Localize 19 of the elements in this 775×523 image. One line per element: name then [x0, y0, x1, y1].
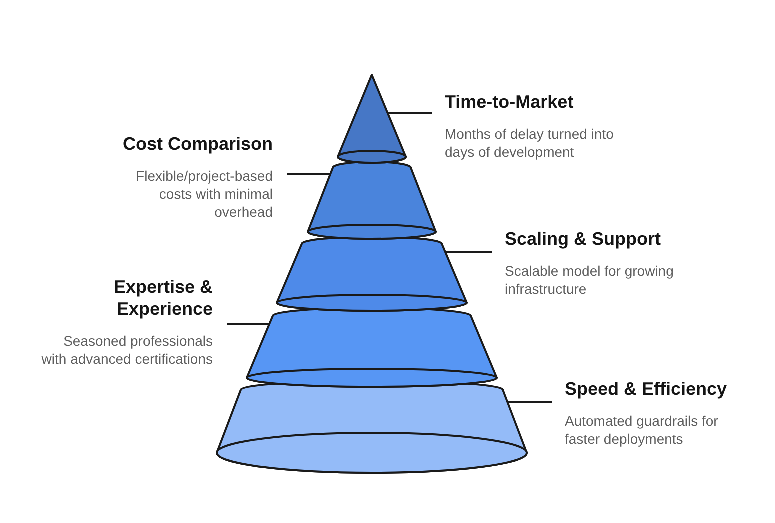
leader-line — [287, 173, 331, 175]
heading: Time-to-Market — [445, 91, 575, 113]
leader-line — [445, 251, 492, 253]
cone-segment — [246, 307, 498, 388]
leader-line — [388, 112, 432, 114]
leader-line — [227, 323, 270, 325]
description: Scalable model for growing infrastructure — [505, 262, 675, 298]
description: Automated guardrails for faster deployments — [565, 412, 720, 448]
description: Flexible/project-based costs with minimal overhead — [135, 167, 273, 221]
leader-line — [508, 401, 552, 403]
heading: Cost Comparison — [122, 133, 273, 155]
description: Seasoned professionals with advanced certifications — [40, 332, 213, 368]
cone-tip — [337, 74, 407, 164]
cone-segment — [307, 161, 437, 240]
heading: Expertise & Experience — [112, 276, 213, 320]
description: Months of delay turned into days of development — [445, 125, 615, 161]
cone-segment — [276, 236, 468, 312]
heading: Scaling & Support — [505, 228, 662, 250]
heading: Speed & Efficiency — [565, 378, 728, 400]
